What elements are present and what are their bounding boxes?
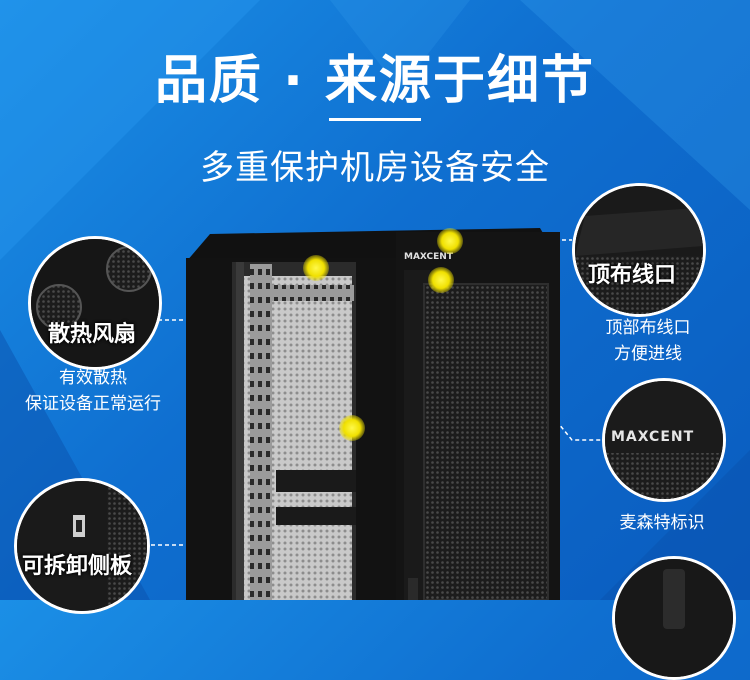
fan-grille-icon [31, 239, 159, 367]
fan-label: 散热风扇 [48, 322, 137, 347]
cable-entry-label: 顶布线口 [588, 263, 677, 288]
fan-description: 有效散热 保证设备正常运行 [8, 365, 178, 417]
cable-desc-line2: 方便进线 [614, 344, 682, 364]
fan-callout [28, 236, 162, 370]
page-title: 品质 · 来源于细节 [155, 51, 595, 111]
logo-description: 麦森特标识 [619, 513, 705, 533]
door-lock-icon [615, 559, 733, 677]
door-lock-callout [612, 556, 736, 680]
cabinet-logo: MAXCENT [404, 252, 454, 262]
page-subtitle: 多重保护机房设备安全 [200, 148, 550, 188]
logo-callout: MAXCENT [602, 378, 726, 502]
highlight-dot-cable [437, 228, 463, 254]
highlight-dot-logo [428, 267, 454, 293]
title-divider [329, 118, 421, 121]
side-panel-icon [17, 481, 147, 611]
highlight-dot-fan [303, 255, 329, 281]
callout-logo-text: MAXCENT [611, 429, 695, 445]
side-panel-label: 可拆卸侧板 [22, 554, 133, 579]
cable-entry-callout [572, 183, 706, 317]
server-cabinet-image: MAXCENT [186, 228, 560, 600]
side-panel-callout [14, 478, 150, 614]
fan-desc-line1: 有效散热 [59, 368, 127, 388]
cable-desc-line1: 顶部布线口 [605, 318, 691, 338]
highlight-dot-side-panel [339, 415, 365, 441]
background-pattern [0, 0, 750, 600]
cable-entry-description: 顶部布线口 方便进线 [578, 315, 718, 367]
cable-entry-icon [575, 186, 703, 314]
fan-desc-line2: 保证设备正常运行 [25, 394, 161, 414]
